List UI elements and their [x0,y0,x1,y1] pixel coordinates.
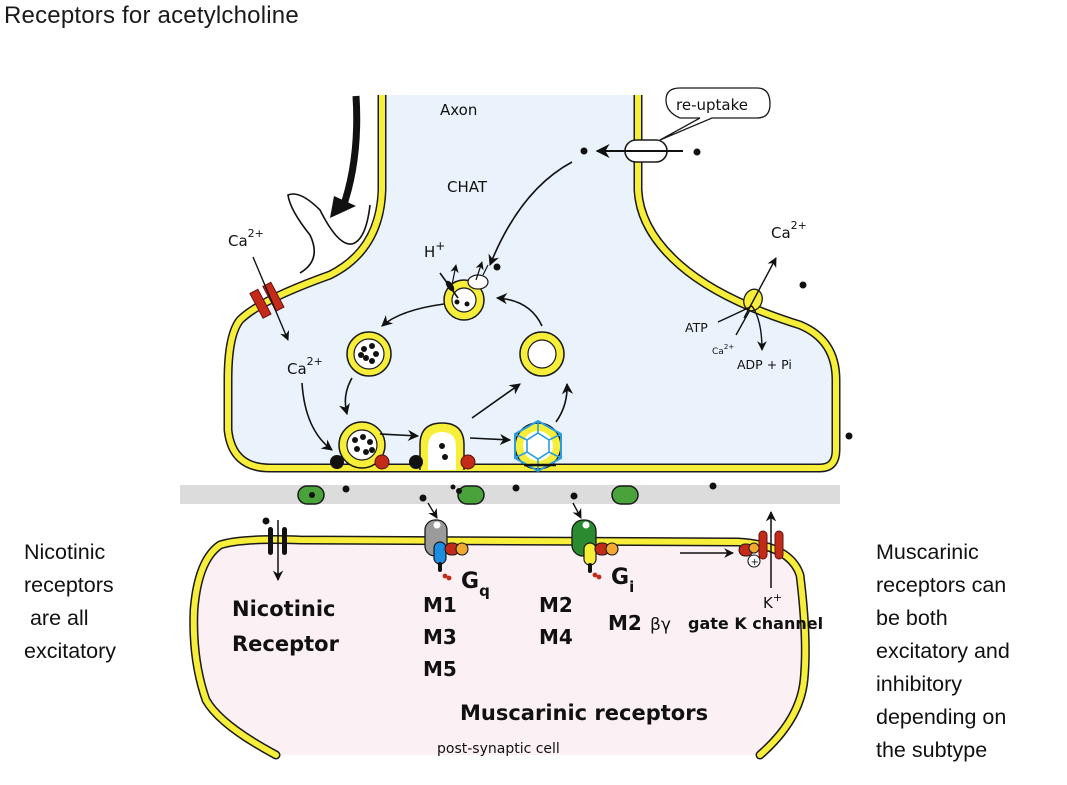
cycle-arrow [555,382,574,423]
nicotinic-note-line: are all [24,606,89,630]
calcium-channel [249,281,285,319]
acetylcholine-dot [693,148,701,156]
acetylcholine-dot [493,263,501,271]
muscarinic-note-line: the subtype [876,738,988,762]
acetylcholine-dot [580,147,588,155]
ca-to-release-arrow [301,382,333,451]
postsynaptic-cytoplasm [193,539,806,755]
proton-label: H+ [424,239,445,261]
cycle-arrow [471,383,521,419]
muscarinic-note: Muscarinic receptors can be both excitat… [876,536,1066,767]
presynaptic-terminal [223,95,841,473]
action-potential-arrow-icon [338,95,361,212]
muscarinic-note-line: receptors can [876,573,1007,597]
synaptotagmin [374,454,390,470]
calcium-pump [717,257,777,351]
gq-subtype-m3: M3 [423,625,457,649]
filled-vesicle [346,331,392,377]
cycle-arrow [381,303,445,327]
synaptotagmin [460,454,476,470]
gate-k-channel-label: gate K channel [688,614,823,633]
plus-icon [747,554,761,568]
ca-pump-label: Ca2+ [712,343,734,357]
reuptake-label: re-uptake [676,96,748,114]
filling-vesicle [439,261,489,321]
ca-inside-label: Ca2+ [287,355,323,378]
nicotinic-note-line: Nicotinic [24,540,106,564]
nicotinic-receptor-channel [268,520,287,582]
beta-gamma-label: βγ [650,615,671,635]
cycle-arrow [379,429,420,442]
plus-symbol: + [751,557,759,568]
snare-protein [409,455,423,469]
gi-coupled-receptor [571,502,619,580]
gq-subtype-m1: M1 [423,593,457,617]
cycle-arrow [469,433,512,446]
ca-entry-label: Ca2+ [228,227,264,250]
m2-beta-gamma-label: M2 [608,611,642,635]
gi-subtype-m2: M2 [539,593,573,617]
page-title: Receptors for acetylcholine [4,2,299,29]
empty-vesicle [519,331,565,377]
acetylcholine-dot [799,281,807,289]
muscarinic-note-line: Muscarinic [876,540,979,564]
snare-protein [330,455,344,469]
cycle-arrow [495,293,543,327]
synaptic-cleft [180,485,840,504]
presynaptic-cytoplasm [228,95,836,468]
fusing-vesicle [409,422,476,470]
gq-subtype-m5: M5 [423,657,457,681]
acetylcholine-dot [845,432,853,440]
postsynaptic-cell-label: post-synaptic cell [437,741,560,757]
nicotinic-note: Nicotinic receptors are all excitatory [24,536,174,668]
cycle-arrow [339,377,353,416]
nicotinic-note-line: excitatory [24,639,117,663]
nicotinic-note-line: receptors [24,573,114,597]
ca-efflux-label: Ca2+ [771,219,807,242]
nicotinic-receptor-label-1: Nicotinic [232,597,335,621]
acetylcholine-dots [262,482,717,525]
gi-label: Gi [611,565,634,596]
axon-label: Axon [440,101,477,119]
muscarinic-receptors-label: Muscarinic receptors [460,701,708,725]
potassium-channel: + [680,510,784,588]
muscarinic-note-line: excitatory and [876,639,1010,663]
adp-pi-label: ADP + Pi [737,357,792,372]
ca-entry-arrow [252,256,290,341]
action-potential-arrowhead-icon [330,196,356,218]
muscarinic-note-line: be both [876,606,948,630]
gq-label: Gq [461,569,490,600]
muscarinic-note-line: depending on [876,705,1007,729]
docked-vesicle [330,421,390,470]
reuptake-transporter [580,139,701,163]
action-potential-wave-icon [287,193,371,274]
reuptake-callout: re-uptake [659,87,771,141]
clathrin-vesicle [514,419,562,473]
transporter-icon [467,274,489,290]
gi-subtype-m4: M4 [539,625,573,649]
chat-label: CHAT [447,178,488,196]
acetylcholinesterase [297,484,639,505]
gq-coupled-receptor [424,502,469,581]
nicotinic-receptor-label-2: Receptor [232,632,340,656]
reuptake-flow-arrow [488,161,573,267]
atp-label: ATP [685,320,708,335]
muscarinic-note-line: inhibitory [876,672,963,696]
potassium-label: K+ [763,591,782,612]
